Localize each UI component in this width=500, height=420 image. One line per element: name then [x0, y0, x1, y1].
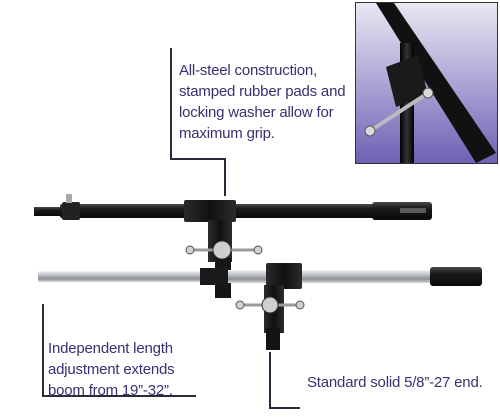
callout-construction-line-4: maximum grip.	[179, 125, 275, 142]
chrome-boom-arm-icon	[38, 263, 482, 350]
leader-left	[42, 326, 196, 397]
callout-thread-end: Standard solid 5/8”-27 end.	[307, 372, 497, 393]
callout-length-line-1: Independent length	[48, 340, 173, 357]
callout-construction-line-1: All-steel construction,	[179, 62, 317, 79]
callout-construction-line-3: locking washer allow for	[179, 104, 334, 121]
inset-closeup	[355, 2, 498, 164]
callout-construction-line-2: stamped rubber pads and	[179, 83, 346, 100]
leader-top	[170, 48, 226, 196]
leader-right	[269, 352, 300, 409]
callout-length-line-2: adjustment extends	[48, 361, 175, 378]
callout-length-adjustment: Independent length adjustment extends bo…	[48, 338, 198, 401]
callout-length-line-3: boom from 19”-32”.	[48, 382, 173, 399]
clamp-closeup-icon	[356, 3, 497, 163]
callout-construction: All-steel construction, stamped rubber p…	[179, 60, 359, 144]
callout-thread-line-1: Standard solid 5/8”-27 end.	[307, 374, 483, 391]
black-boom-arm-icon	[34, 194, 432, 298]
